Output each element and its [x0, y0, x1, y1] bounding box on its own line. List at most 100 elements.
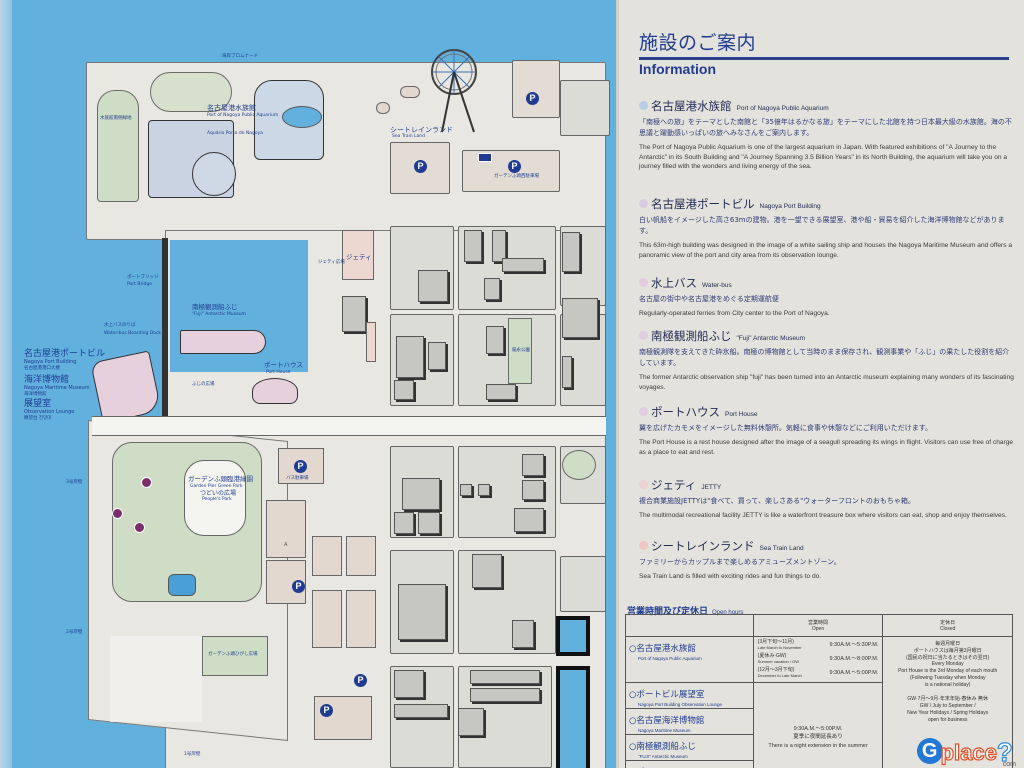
facility-jetty: ジェティ JETTY 複合商業施設JETTYは"食べて、買って、楽しさある"ウォ… — [639, 477, 1014, 521]
building — [522, 454, 544, 476]
parking-lot-c — [312, 536, 342, 576]
facility-desc-jp: ファミリーからカップルまで楽しめるアミューズメントゾーン。 — [639, 558, 841, 566]
garden-pier-west-parking-label: ガーデンふ頭西駐車場 — [494, 174, 539, 179]
historic-park-label: 稲永公園 — [512, 348, 530, 353]
facility-desc-en: The Port of Nagoya Public Aquarium is on… — [639, 143, 1008, 171]
facility-desc-en: Regularly-operated ferries from City cen… — [639, 309, 830, 317]
col-closed: 定休日 Closed — [882, 614, 1013, 637]
facility-name-jp: 名古屋港ポートビル — [651, 197, 755, 211]
watermark-question-icon: ? — [996, 737, 1013, 767]
building — [514, 508, 544, 532]
waterbus-label-en: Water-bus Boarding Dock — [104, 331, 162, 336]
table-header-row: 営業時間 Open 定休日 Closed — [625, 614, 1013, 637]
table-row: ○ポートハウス Port House — [625, 760, 1013, 768]
building — [464, 230, 482, 262]
pier-1-label: 1号岸壁 — [184, 752, 201, 757]
aquarium-hours: (3月下旬〜11月)Late March to November 9:30A.M… — [752, 636, 884, 683]
facility-name-jp: 名古屋港水族館 — [651, 99, 732, 113]
facility-port-building: 名古屋港ポートビル Nagoya Port Building 白い帆船をイメージ… — [639, 196, 1014, 260]
fuji-label: 南極観測船ふじ — [192, 303, 238, 311]
roundabout-block — [560, 80, 610, 136]
aquarium-map-label: 名古屋港水族館 — [207, 104, 256, 112]
facility-sea-train-land: シートレインランド Sea Train Land ファミリーからカップルまで楽し… — [639, 538, 1014, 582]
gplace-watermark: G place ? com — [916, 737, 1016, 768]
jetty-label: ジェティ — [346, 253, 372, 261]
info-title: 施設のご案内 — [639, 32, 757, 54]
playground-icon — [112, 508, 123, 519]
building — [562, 298, 598, 338]
garden-pier-east-park — [202, 636, 268, 676]
bullet-dot-icon — [639, 331, 648, 340]
table-row: ○名古屋海洋博物館 Nagoya Maritime Museum — [625, 708, 1013, 735]
facility-desc-jp: 白い帆船をイメージした高さ63mの建物。港を一望できる展望室、港や船・貿易を紹介… — [639, 216, 1005, 235]
sea-train-ride — [400, 86, 420, 98]
side-legend-maritime-museum: 海洋博物館 Nagoya Maritime Museum 海洋博物館 — [24, 375, 90, 397]
closed-days: 毎週月曜日 ポートハウスは毎月第3月曜日 (国民の祝日に当たるときはその翌日) … — [882, 636, 1013, 768]
building — [470, 688, 540, 702]
green-park-label-en: Garden Pier Green Park — [190, 484, 243, 489]
fuji-ship — [180, 330, 266, 354]
parking-icon: P — [526, 92, 539, 105]
building — [512, 620, 534, 648]
parking-icon: P — [292, 580, 305, 593]
jetty-square-label: ジェティ広場 — [318, 260, 345, 265]
bullet-dot-icon — [639, 278, 648, 287]
bullet-dot-icon — [639, 199, 648, 208]
jetty-annex — [342, 296, 366, 332]
building — [562, 232, 580, 272]
peoples-park-label: つどいの広場 — [200, 490, 237, 497]
facility-water-bus: 水上バス Water-bus 名古屋の街中や名古屋港をめぐる定期運航便 Regu… — [639, 275, 1014, 319]
building — [522, 480, 544, 500]
building — [394, 512, 414, 534]
port-bridge-label: ポートブリッジ — [127, 275, 159, 280]
bullet-dot-icon — [639, 541, 648, 550]
facility-name-en: "Fuji" Antarctic Museum — [736, 335, 806, 342]
sea-train-label: シートレインランド — [390, 126, 453, 134]
facility-name-en: Water-bus — [702, 282, 732, 289]
info-subtitle: Information — [639, 61, 716, 77]
canal-dock — [556, 616, 590, 656]
facility-aquarium: 名古屋港水族館 Port of Nagoya Public Aquarium 「… — [639, 98, 1014, 172]
jetty-building — [342, 230, 374, 280]
facility-name-en: Sea Train Land — [759, 545, 804, 552]
facility-desc-jp: 名古屋の街中や名古屋港をめぐる定期運航便 — [639, 295, 779, 303]
parking-lot-a — [266, 500, 306, 558]
peoples-park — [184, 460, 246, 536]
facility-desc-en: The Port House is a rest house designed … — [639, 438, 1014, 456]
table-row: ○南極観測船ふじ "FUJI" Antarctic Museum — [625, 734, 1013, 761]
east-park-label: ガーデンふ頭ひがし広場 — [208, 652, 258, 657]
watermark-g-logo: G — [916, 738, 943, 764]
restaurant-icon — [141, 477, 152, 488]
faded-area — [110, 636, 202, 722]
info-panel: 施設のご案内 Information 名古屋港水族館 Port of Nagoy… — [616, 0, 1024, 768]
facility-desc-en: The former Antarctic observation ship "f… — [639, 373, 1014, 391]
pier-2-label: 2号岸壁 — [66, 630, 83, 635]
restroom-icon — [478, 153, 492, 162]
parking-lower-1 — [314, 696, 372, 740]
aquarium-dome — [192, 152, 236, 196]
building — [486, 384, 516, 400]
fuji-label-en: "Fuji" Antarctic Museum — [192, 312, 246, 317]
bullet-dot-icon — [639, 407, 648, 416]
building — [394, 704, 448, 718]
waterbus-label: 水上バスのりば — [104, 323, 136, 328]
ferris-wheel-icon — [431, 49, 477, 133]
side-legend-observation: 展望室 Observation Lounge 瞭望台 전망대 — [24, 399, 75, 421]
watermark-com: com — [1002, 761, 1016, 768]
facility-port-house: ポートハウス Port House 翼を広げたカモメをイメージした無料休憩所。気… — [639, 404, 1014, 458]
harbor-map: 海岸プロムナード 水族館南側緑地 名古屋港水族館 Port of Nagoya … — [0, 0, 616, 768]
lot-a-label: A — [284, 542, 288, 548]
port-bridge — [162, 238, 168, 418]
porthouse-building — [252, 378, 298, 404]
building — [486, 326, 504, 354]
parking-icon: P — [294, 460, 307, 473]
building — [394, 670, 424, 698]
facility-name-jp: 水上バス — [651, 276, 697, 290]
building — [484, 278, 500, 300]
porthouse-label: ポートハウス — [264, 361, 303, 369]
porthouse-label-en: Port House — [266, 370, 291, 375]
pier-3-label: 3号岸壁 — [66, 480, 83, 485]
facility-desc-en: The multimodal recreational facility JET… — [639, 511, 1007, 519]
building — [562, 356, 572, 388]
building — [396, 336, 424, 378]
